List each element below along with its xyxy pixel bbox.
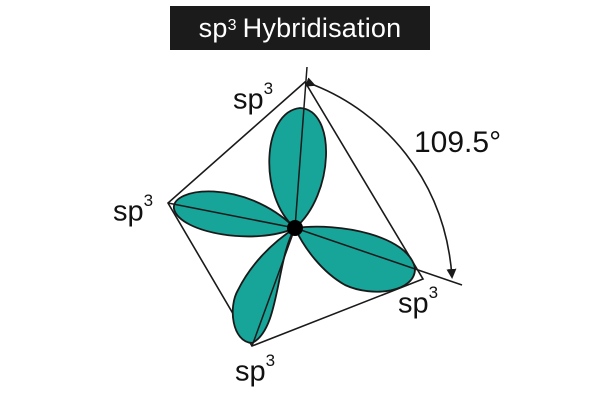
- lobe-left: [173, 190, 297, 238]
- label-top-sp3: sp3: [233, 79, 274, 116]
- nucleus: [287, 220, 303, 236]
- title-sp: sp: [198, 12, 228, 43]
- label-left-sp3: sp3: [113, 191, 154, 228]
- axis-left: [167, 202, 296, 229]
- axis-bottom: [251, 227, 296, 347]
- label-bottom-sp3: sp3: [235, 351, 276, 388]
- title-hybridisation: Hybridisation: [242, 12, 402, 43]
- angle-arc: [304, 77, 457, 279]
- lobe-top: [268, 107, 327, 230]
- lobe-bottom: [231, 227, 296, 344]
- angle-value-label: 109.5°: [414, 126, 502, 159]
- label-right-sp3: sp3: [398, 283, 439, 320]
